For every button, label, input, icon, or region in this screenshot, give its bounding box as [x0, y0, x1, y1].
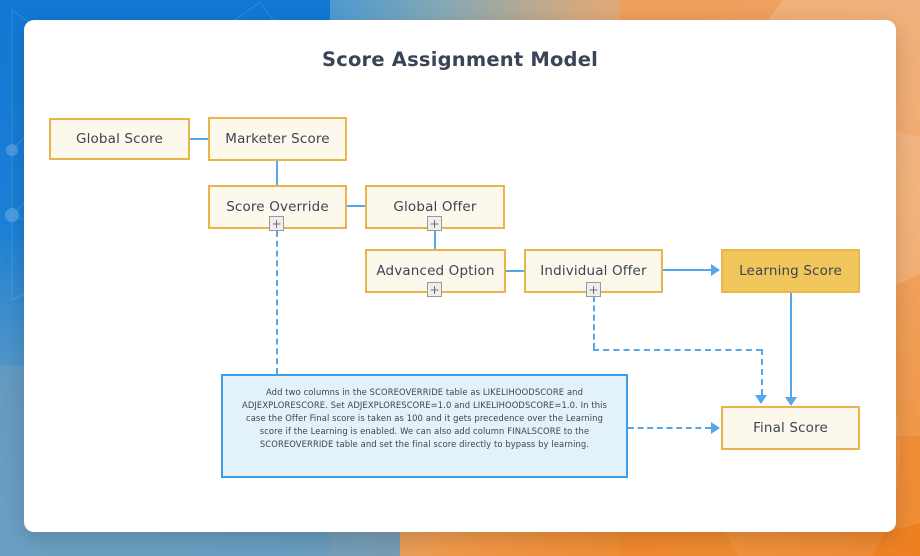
node-advanced-option-label: Advanced Option: [376, 263, 495, 279]
node-global-score[interactable]: Global Score: [49, 118, 190, 160]
arrowhead-into-final-score-from-learning: [785, 397, 797, 406]
node-final-score-label: Final Score: [753, 420, 828, 436]
arrowhead-into-final-score-from-individual-offer: [755, 395, 767, 404]
connector-individual-offer-dashed-across: [593, 349, 762, 351]
node-global-offer-label: Global Offer: [393, 199, 477, 215]
arrowhead-into-final-score-from-note: [711, 422, 720, 434]
expander-score-override[interactable]: +: [269, 216, 284, 231]
arrowhead-into-learning-score: [711, 264, 720, 276]
node-final-score[interactable]: Final Score: [721, 406, 860, 450]
expander-advanced-option[interactable]: +: [427, 282, 442, 297]
plus-icon: +: [429, 282, 440, 297]
page-title: Score Assignment Model: [321, 48, 599, 71]
connector-individual-offer-dashed-down: [593, 296, 595, 349]
connector-individual-offer-to-learning-score: [663, 269, 711, 271]
node-marketer-score[interactable]: Marketer Score: [208, 117, 347, 161]
annotation-note-text: Add two columns in the SCOREOVERRIDE tab…: [241, 387, 608, 450]
connector-marketer-score-to-score-override: [276, 161, 278, 186]
node-learning-score-label: Learning Score: [739, 263, 842, 279]
connector-advanced-option-to-individual-offer: [506, 270, 524, 272]
expander-global-offer[interactable]: +: [427, 216, 442, 231]
node-individual-offer-label: Individual Offer: [540, 263, 647, 279]
connector-score-override-to-note: [276, 231, 278, 374]
connector-global-score-to-marketer-score: [190, 138, 209, 140]
connector-learning-score-to-final-score: [790, 293, 792, 397]
node-global-score-label: Global Score: [76, 131, 163, 147]
node-learning-score[interactable]: Learning Score: [721, 249, 860, 293]
annotation-note: Add two columns in the SCOREOVERRIDE tab…: [221, 374, 628, 478]
node-score-override-label: Score Override: [226, 199, 329, 215]
plus-icon: +: [429, 216, 440, 231]
node-marketer-score-label: Marketer Score: [225, 131, 330, 147]
connector-note-to-final-score: [628, 427, 711, 429]
connector-score-override-to-global-offer: [347, 205, 365, 207]
plus-icon: +: [271, 216, 282, 231]
connector-individual-offer-dashed-into-final-score: [761, 349, 763, 395]
plus-icon: +: [588, 282, 599, 297]
expander-individual-offer[interactable]: +: [586, 282, 601, 297]
connector-global-offer-to-advanced-option: [434, 229, 436, 251]
